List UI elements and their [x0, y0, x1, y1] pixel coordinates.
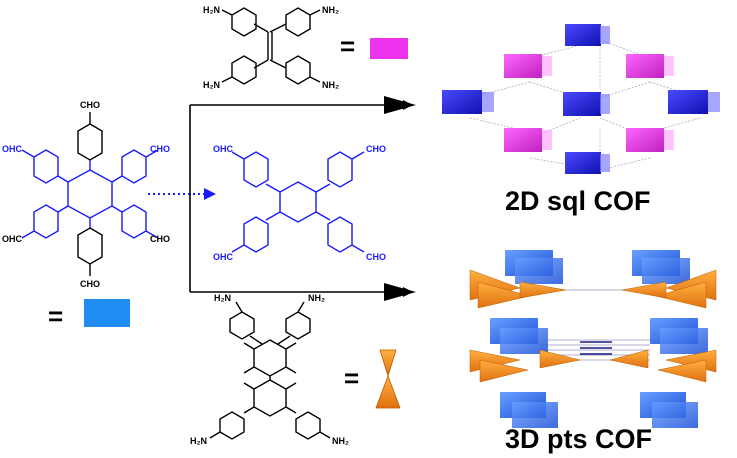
cof-2d-network [442, 24, 720, 174]
amine-label: NH₂ [308, 293, 325, 303]
aldehyde-label: CHO [80, 279, 100, 289]
equals-sign: = [340, 31, 355, 61]
cof-linker [504, 128, 542, 152]
cof-3d-label: 3D pts COF [505, 424, 652, 454]
aldehyde-label: CHO [150, 144, 170, 154]
aldehyde-label: OHC [213, 252, 234, 262]
aldehyde-label: CHO [366, 252, 386, 262]
cof-linker [626, 54, 664, 78]
aldehyde-label: OHC [2, 234, 23, 244]
cof-node [565, 24, 601, 46]
cof-node [563, 92, 601, 116]
cof-3d-network [469, 250, 717, 428]
terphenyl-tetraamine-structure [209, 301, 331, 440]
dotted-arrow-head [204, 188, 216, 200]
cof-linker [626, 128, 664, 152]
cof-node [668, 90, 708, 114]
aldehyde-label: CHO [366, 144, 386, 154]
amine-label: H₂N [190, 436, 207, 446]
aldehyde-label: CHO [150, 234, 170, 244]
amine-label: NH₂ [322, 5, 339, 15]
aldehyde-label: OHC [2, 144, 23, 154]
tetraphenylethylene-amine-structure [221, 7, 321, 85]
amine-label: H₂N [203, 80, 220, 90]
tetraphenylbenzene-aldehyde-structure [231, 151, 365, 253]
cof-2d-label: 2D sql COF [505, 186, 651, 216]
reaction-arrows [189, 100, 413, 297]
amine-label: H₂N [214, 293, 231, 303]
aldehyde-label: OHC [213, 144, 234, 154]
hexaphenylbenzene-aldehyde-structure [21, 112, 159, 276]
arrow-head [384, 283, 416, 301]
equals-sign: = [48, 301, 63, 331]
blue-rectangle-symbol [84, 299, 130, 327]
equals-sign: = [344, 363, 359, 393]
cof-linker [504, 54, 542, 78]
orange-bowtie-symbol [375, 349, 401, 409]
amine-label: NH₂ [332, 436, 349, 446]
cof-node [565, 152, 601, 174]
pink-rectangle-symbol [370, 38, 408, 59]
arrow-head [384, 96, 416, 114]
amine-label: H₂N [203, 5, 220, 15]
amine-label: NH₂ [322, 80, 339, 90]
aldehyde-label: CHO [80, 100, 100, 110]
cof-node [442, 90, 482, 114]
